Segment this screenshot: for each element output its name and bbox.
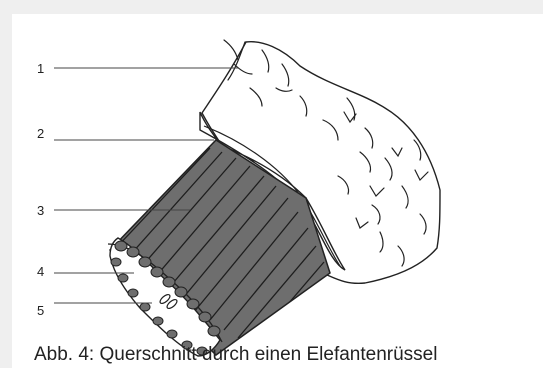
label-1: 1 [37, 61, 44, 76]
label-2: 2 [37, 126, 44, 141]
label-5: 5 [37, 303, 44, 318]
figure-caption: Abb. 4: Querschnitt durch einen Elefante… [34, 344, 437, 366]
label-3: 3 [37, 203, 44, 218]
label-4: 4 [37, 264, 44, 279]
